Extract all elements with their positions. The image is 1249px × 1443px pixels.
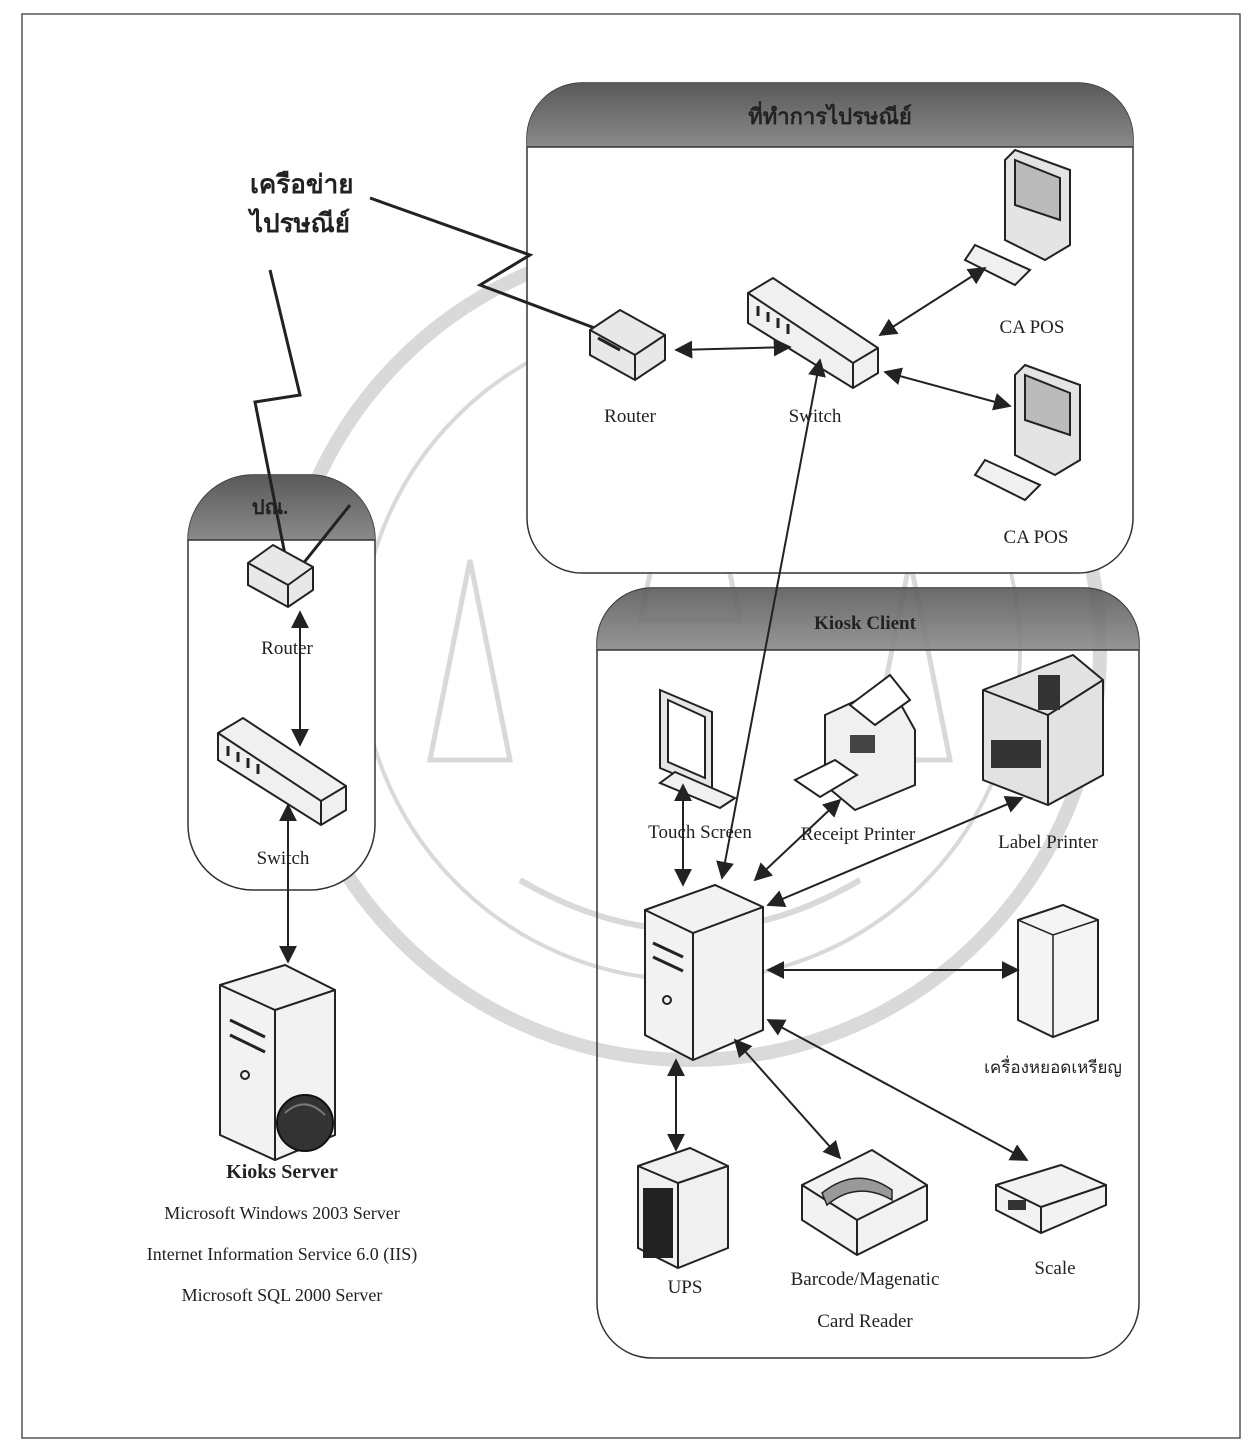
coin-machine-label: เครื่องหยอดเหรียญ: [984, 1055, 1122, 1077]
label-printer-label: Label Printer: [998, 832, 1098, 853]
router-icon: [589, 308, 666, 382]
arrow-kiosk-label: [766, 795, 1024, 908]
arrow-switch-capos1: [878, 267, 987, 336]
server-icon: [219, 963, 336, 1162]
branch-router-label: Router: [261, 638, 313, 659]
ca-pos-1-label: CA POS: [1000, 317, 1065, 338]
branch-router-icon: [247, 543, 314, 609]
ca-pos-2-label: CA POS: [1004, 527, 1069, 548]
network-link-to-branch: [253, 269, 302, 581]
arrow-kiosk-post-switch: [716, 358, 826, 880]
server-line-2: Microsoft SQL 2000 Server: [182, 1285, 383, 1305]
network-label-line1: เครือข่าย: [250, 170, 353, 199]
scale-label: Scale: [1034, 1258, 1075, 1279]
server-line-0: Microsoft Windows 2003 Server: [164, 1203, 399, 1223]
coin-machine-icon: [1017, 903, 1099, 1039]
kiosk-container: Kiosk Client: [596, 587, 1140, 1359]
server-title: Kioks Server: [226, 1161, 338, 1183]
kiosk-title: Kiosk Client: [814, 613, 917, 634]
ups-label: UPS: [668, 1277, 703, 1298]
barcode-label-line1: Barcode/Magenatic: [791, 1269, 940, 1290]
touch-screen-label: Touch Screen: [648, 822, 752, 843]
scale-icon: [995, 1163, 1107, 1235]
arrow-kiosk-scale: [766, 1019, 1029, 1161]
ups-icon: [637, 1146, 729, 1270]
branch-switch-label: Switch: [257, 848, 310, 869]
network-label-line2: ไปรษณีย์: [247, 207, 350, 238]
post-office-title: ที่ทำการไปรษณีย์: [748, 100, 912, 129]
network-link-to-post-office: [369, 196, 601, 332]
switch-icon: [747, 276, 879, 390]
barcode-label-line2: Card Reader: [817, 1311, 913, 1332]
arrow-switch-capos2: [883, 367, 1012, 411]
receipt-printer-icon: [793, 673, 916, 812]
label-printer-icon: [982, 653, 1104, 807]
kiosk-pc-icon: [644, 883, 764, 1062]
post-office-container: ที่ทำการไปรษณีย์: [526, 82, 1134, 574]
post-office-router-label: Router: [604, 406, 656, 427]
arrow-router-switch: [674, 338, 792, 359]
ca-pos-1-icon: [963, 148, 1071, 287]
branch-switch-icon: [217, 716, 347, 827]
ca-pos-2-icon: [973, 363, 1081, 502]
server-line-1: Internet Information Service 6.0 (IIS): [147, 1244, 417, 1265]
post-office-switch-label: Switch: [789, 406, 842, 427]
page-border: [21, 13, 1241, 1439]
branch-title: ปณ.: [252, 497, 288, 519]
receipt-printer-label: Receipt Printer: [801, 824, 916, 845]
